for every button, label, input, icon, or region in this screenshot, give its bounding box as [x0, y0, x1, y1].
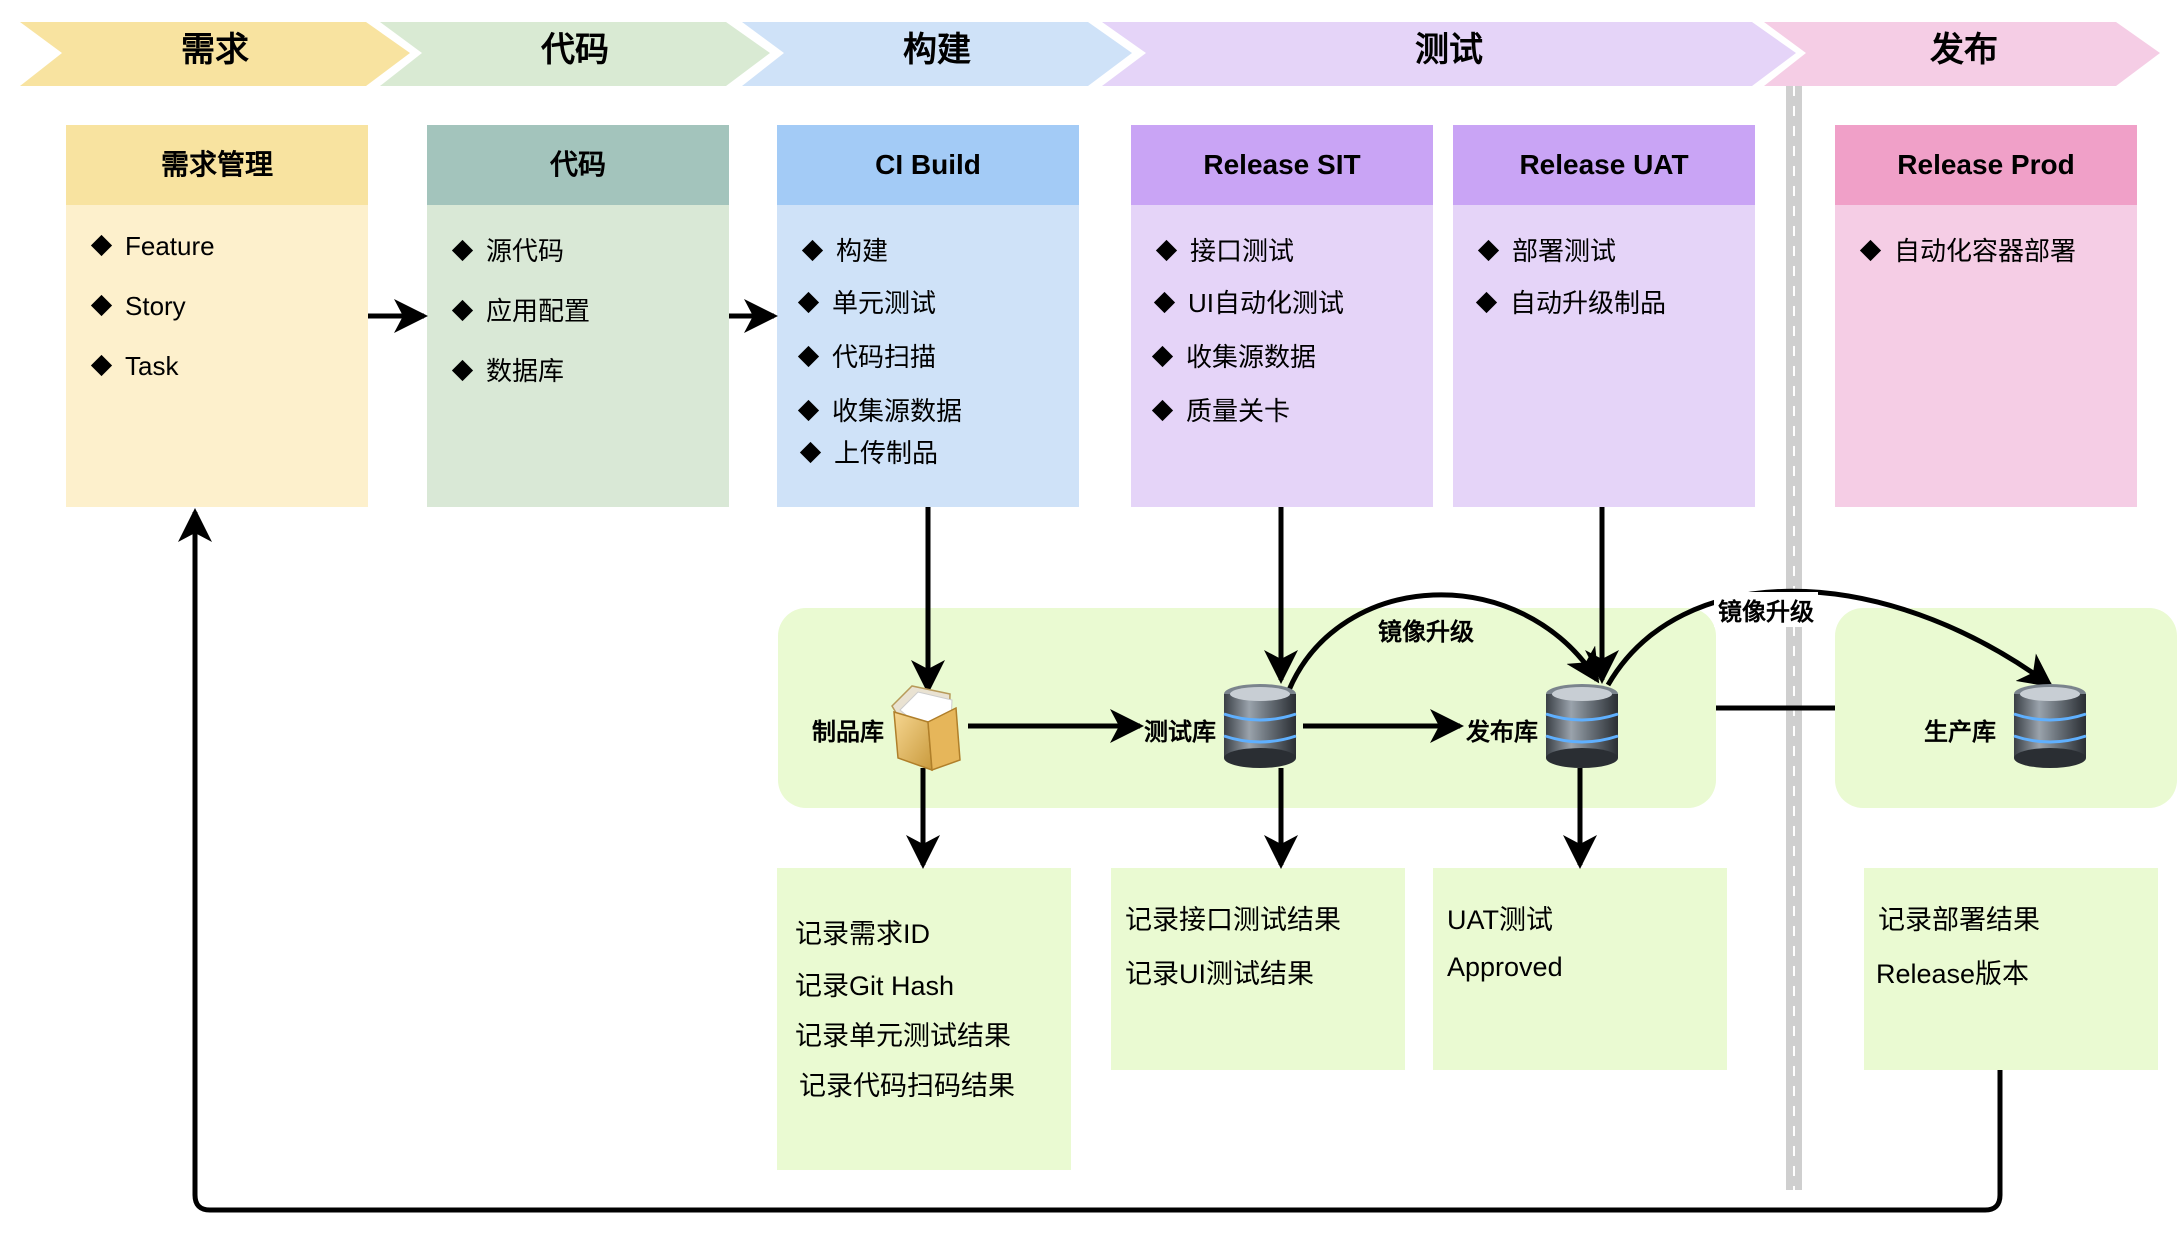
- arrow-upgrade-test-to-release: [1286, 592, 1600, 691]
- card-item: 应用配置: [451, 291, 590, 328]
- card-item: 数据库: [451, 351, 564, 388]
- repo-label-test: 测试库: [1144, 719, 1216, 746]
- stage-label-build: 构建: [903, 31, 971, 69]
- card-item: 构建: [801, 231, 888, 268]
- stage-label-test: 测试: [1415, 31, 1483, 69]
- card-title: Release UAT: [1453, 125, 1755, 205]
- stage-chevron-build: [742, 22, 1132, 86]
- card-item: 代码扫描: [797, 337, 936, 374]
- record-line: 记录部署结果: [1878, 905, 2040, 935]
- record-line: 记录单元测试结果: [795, 1021, 1011, 1051]
- record-box-uat: UAT测试 Approved: [1433, 868, 1727, 1070]
- arrow-upgrade-release-to-prod: [1605, 588, 2054, 688]
- card-item: 上传制品: [799, 433, 938, 470]
- repo-label-prod: 生产库: [1924, 719, 1996, 746]
- card-item: 源代码: [451, 231, 564, 268]
- card-title: Release Prod: [1835, 125, 2137, 205]
- stage-chevron-release: [1764, 22, 2160, 86]
- record-line: 记录需求ID: [795, 919, 930, 949]
- card-item: 收集源数据: [797, 391, 962, 428]
- repo-label-release: 发布库: [1466, 719, 1538, 746]
- card-title: 代码: [427, 125, 729, 205]
- environment-divider-dash: [1793, 86, 1795, 1190]
- stage-chevron-test: [1102, 22, 1796, 86]
- card-title: CI Build: [777, 125, 1079, 205]
- card-item: 自动化容器部署: [1859, 231, 2076, 268]
- record-line: Approved: [1447, 952, 1563, 982]
- record-line: 记录代码扫码结果: [799, 1071, 1015, 1101]
- record-box-prod: 记录部署结果 Release版本: [1864, 868, 2158, 1070]
- upgrade-label-release-to-prod: 镜像升级: [1714, 592, 1818, 627]
- stage-chevron-code: [380, 22, 770, 86]
- record-box-sit: 记录接口测试结果 记录UI测试结果: [1111, 868, 1405, 1070]
- record-line: 记录UI测试结果: [1125, 959, 1314, 989]
- card-requirements: 需求管理 Feature Story Task: [66, 125, 368, 507]
- card-item: UI自动化测试: [1153, 283, 1344, 320]
- repo-label-artifact: 制品库: [812, 719, 884, 746]
- card-code: 代码 源代码 应用配置 数据库: [427, 125, 729, 507]
- folder-icon: [891, 685, 961, 772]
- card-item: Feature: [90, 231, 215, 262]
- card-release-uat: Release UAT 部署测试 自动升级制品: [1453, 125, 1755, 507]
- record-line: 记录Git Hash: [795, 971, 955, 1001]
- card-ci-build: CI Build 构建 单元测试 代码扫描 收集源数据 上传制品: [777, 125, 1079, 507]
- card-item: 自动升级制品: [1475, 283, 1666, 320]
- stage-chevron-bar: [20, 22, 2160, 86]
- card-release-sit: Release SIT 接口测试 UI自动化测试 收集源数据 质量关卡: [1131, 125, 1433, 507]
- record-line: UAT测试: [1447, 905, 1553, 935]
- record-line: Release版本: [1876, 959, 2030, 989]
- stage-chevron-requirements: [20, 22, 410, 86]
- card-item: 部署测试: [1477, 231, 1616, 268]
- card-item: 接口测试: [1155, 231, 1294, 268]
- database-icon-prod: [2013, 684, 2087, 768]
- card-item: 质量关卡: [1151, 391, 1290, 428]
- arrow-feedback-loop: [178, 508, 2003, 1213]
- stage-label-requirements: 需求: [181, 31, 249, 69]
- card-release-prod: Release Prod 自动化容器部署: [1835, 125, 2137, 507]
- record-line: 记录接口测试结果: [1125, 905, 1341, 935]
- database-icon-test: [1223, 684, 1297, 768]
- stage-label-code: 代码: [541, 31, 609, 69]
- card-title: Release SIT: [1131, 125, 1433, 205]
- record-box-build: 记录需求ID 记录Git Hash 记录单元测试结果 记录代码扫码结果: [777, 868, 1071, 1170]
- upgrade-label-test-to-release: 镜像升级: [1374, 612, 1478, 647]
- stage-label-release: 发布: [1930, 31, 1998, 69]
- repo-panel-prod: [1835, 608, 2177, 808]
- database-icon-release: [1545, 684, 1619, 768]
- card-item: Story: [90, 291, 186, 322]
- card-title: 需求管理: [66, 125, 368, 205]
- card-item: Task: [90, 351, 178, 382]
- card-item: 单元测试: [797, 283, 936, 320]
- card-item: 收集源数据: [1151, 337, 1316, 374]
